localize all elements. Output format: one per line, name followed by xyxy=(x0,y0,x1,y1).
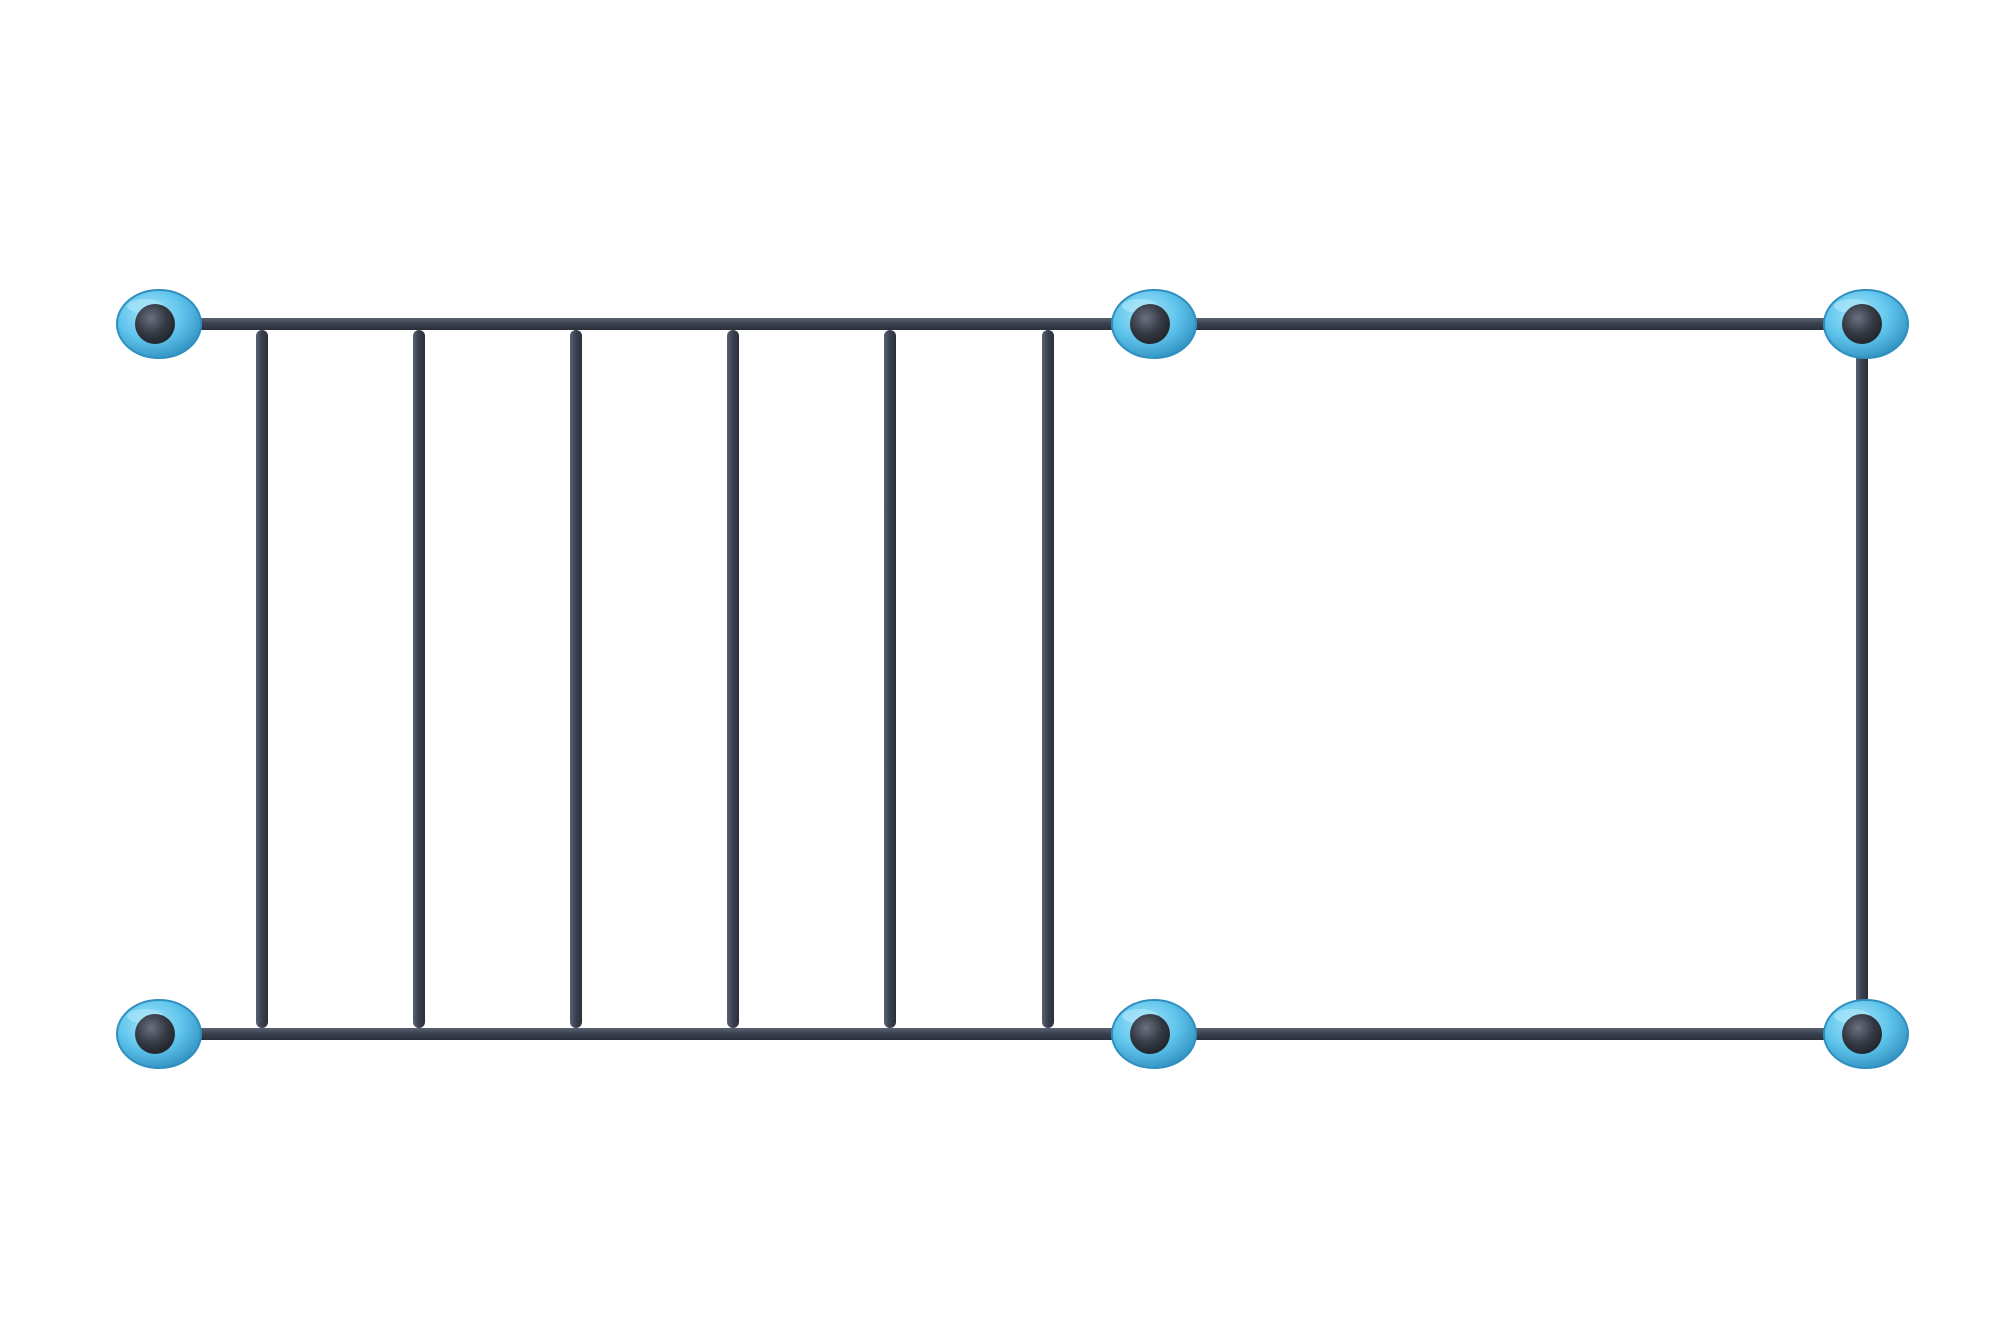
ladder-rung-bar xyxy=(256,330,268,1028)
bars-group xyxy=(155,318,1868,1040)
joint-core xyxy=(1842,1014,1882,1054)
ball-joint-icon xyxy=(1111,999,1197,1069)
top-rail-bar xyxy=(155,318,1862,330)
ladder-rung-bar xyxy=(570,330,582,1028)
ladder-rung-bar xyxy=(727,330,739,1028)
right-post-bar xyxy=(1856,324,1868,1034)
joint-core xyxy=(135,1014,175,1054)
ball-joint-icon xyxy=(1823,289,1909,359)
ball-joint-icon xyxy=(1823,999,1909,1069)
bottom-rail-bar xyxy=(155,1028,1862,1040)
ladder-rung-bar xyxy=(413,330,425,1028)
ladder-rung-bar xyxy=(884,330,896,1028)
joint-core xyxy=(1130,304,1170,344)
joint-core xyxy=(1842,304,1882,344)
ball-joint-icon xyxy=(116,289,202,359)
ladder-rung-bar xyxy=(1042,330,1054,1028)
ball-joint-icon xyxy=(116,999,202,1069)
ball-joint-icon xyxy=(1111,289,1197,359)
joint-core xyxy=(135,304,175,344)
joint-core xyxy=(1130,1014,1170,1054)
joints-group xyxy=(116,289,1909,1069)
